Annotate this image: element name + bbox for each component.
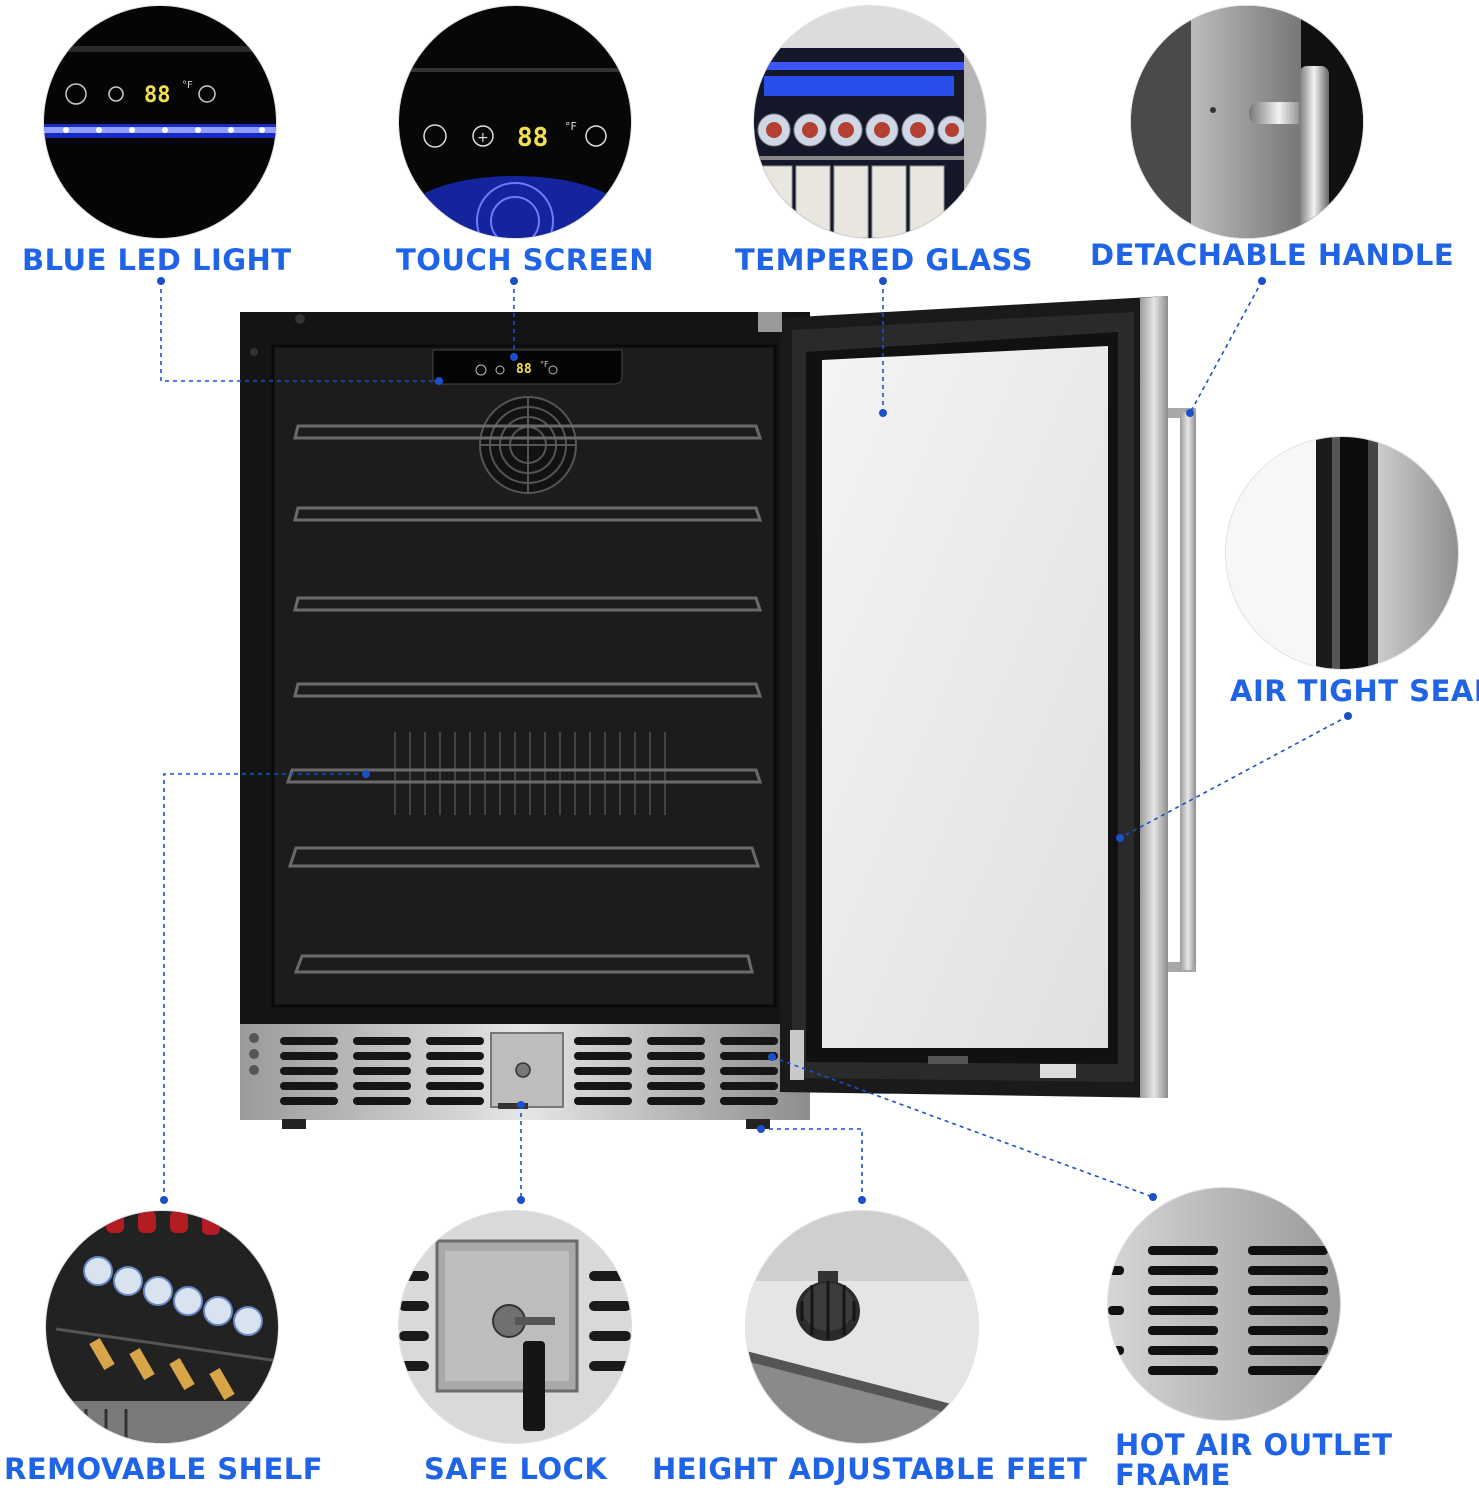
- label-hot-air-outlet-line2: FRAME: [1115, 1458, 1231, 1492]
- label-height-adjustable-feet: HEIGHT ADJUSTABLE FEET: [652, 1452, 1088, 1486]
- leader-feet: [761, 1128, 863, 1200]
- plus-icon[interactable]: [495, 365, 505, 375]
- bottom-grille: [240, 1024, 810, 1129]
- air-tight-seal-detail-circle: [1225, 436, 1459, 670]
- label-tempered-glass: TEMPERED GLASS: [735, 243, 1034, 277]
- touch-screen-detail-image: + 88 °F: [399, 6, 631, 238]
- leader-hot-air: [771, 1056, 1154, 1198]
- led-light-detail-image: 88 °F: [44, 6, 276, 238]
- label-air-tight-seal: AIR TIGHT SEAL: [1230, 674, 1479, 708]
- glass-door[interactable]: [758, 296, 1168, 1098]
- safe-lock-detail-circle: [398, 1210, 632, 1444]
- svg-text:°F: °F: [565, 120, 577, 133]
- foot-left: [282, 1119, 306, 1129]
- svg-text:°F: °F: [182, 80, 193, 91]
- svg-text:88: 88: [517, 123, 548, 153]
- tempered-glass-detail-circle: [753, 5, 987, 239]
- label-detachable-handle: DETACHABLE HANDLE: [1090, 238, 1455, 272]
- svg-text:+: +: [477, 130, 489, 146]
- control-panel: [432, 349, 623, 385]
- adjustable-feet-detail-circle: [745, 1210, 979, 1444]
- svg-text:88: 88: [144, 83, 171, 108]
- rear-vent: [394, 732, 666, 815]
- hot-air-outlet-detail-image: [1108, 1188, 1340, 1420]
- temperature-display: 88: [516, 362, 532, 377]
- label-removable-shelf: REMOVABLE SHELF: [4, 1452, 324, 1486]
- leader-blue-led: [160, 281, 439, 382]
- wire-shelves: [285, 424, 763, 974]
- label-hot-air-outlet-line1: HOT AIR OUTLET: [1115, 1428, 1393, 1462]
- tempered-glass-detail-image: [754, 6, 986, 238]
- safe-lock-detail-image: [399, 1211, 631, 1443]
- door-handle[interactable]: [1168, 408, 1196, 972]
- glass-panel: [822, 346, 1108, 1048]
- door-hinge: [758, 312, 782, 332]
- adjustable-feet-detail-image: [746, 1211, 978, 1443]
- handle-detail-circle: [1130, 5, 1364, 239]
- touch-screen-detail-circle: + 88 °F: [398, 5, 632, 239]
- light-icon[interactable]: [475, 364, 487, 376]
- leader-handle: [1189, 280, 1263, 414]
- minus-icon[interactable]: [548, 365, 558, 375]
- leader-removable-shelf: [163, 773, 366, 1200]
- hot-air-outlet-detail-circle: [1107, 1187, 1341, 1421]
- label-blue-led-light: BLUE LED LIGHT: [22, 243, 292, 277]
- led-light-detail-circle: 88 °F: [43, 5, 277, 239]
- label-touch-screen: TOUCH SCREEN: [396, 243, 655, 277]
- foot-right: [746, 1119, 770, 1129]
- lock-keyhole[interactable]: [515, 1062, 531, 1078]
- label-safe-lock: SAFE LOCK: [424, 1452, 608, 1486]
- temperature-unit: °F: [540, 360, 549, 369]
- removable-shelf-detail-circle: [45, 1210, 279, 1444]
- leader-air-seal: [1119, 715, 1349, 839]
